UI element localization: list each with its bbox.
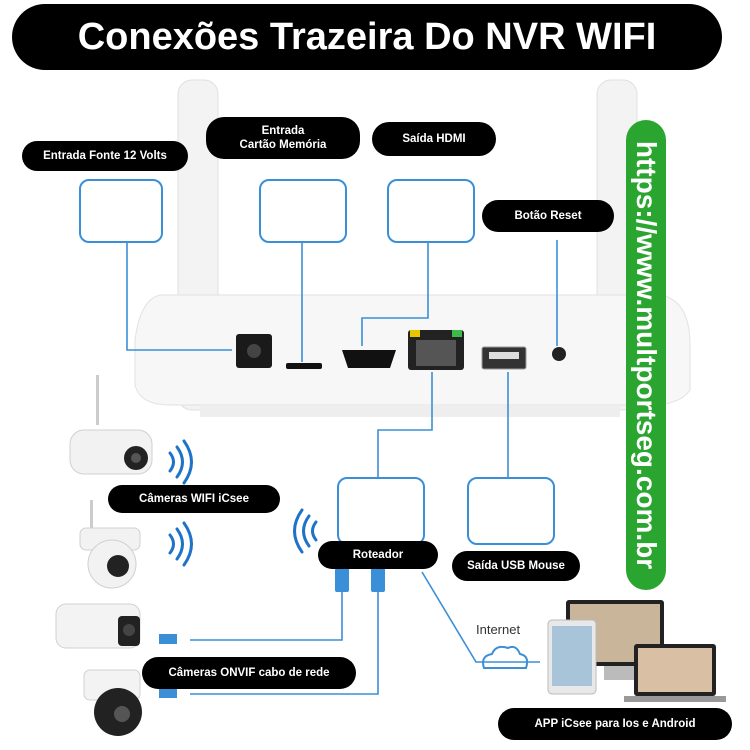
label-reset-button: Botão Reset [482,200,614,232]
rj45-connector-icon [335,568,349,592]
wifi-bullet-camera-icon [69,375,153,475]
devices-icon [547,600,726,702]
power-adapter-box [79,179,163,243]
rj45-connector-icon [371,568,385,592]
onvif-bullet-camera-icon [55,603,177,649]
label-wifi-cameras: Câmeras WIFI iCsee [108,485,280,513]
nvr-feet [200,405,620,417]
memory-card-slot [286,363,322,369]
label-onvif-cameras: Câmeras ONVIF cabo de rede [142,657,356,689]
label-power-text: Entrada Fonte 12 Volts [43,149,167,162]
label-router-text: Roteador [352,548,404,561]
label-hdmi-text: Saída HDMI [402,132,466,145]
label-memory-text-1: Entrada [261,124,305,137]
wifi-dome-camera-icon [79,500,141,589]
label-usb-mouse: Saída USB Mouse [452,551,580,581]
hdmi-monitor-box [387,179,475,243]
label-power-input: Entrada Fonte 12 Volts [22,141,188,171]
website-url: https://www.multportseg.com.br [631,140,662,570]
label-onvif-cameras-text: Câmeras ONVIF cabo de rede [168,666,330,679]
label-memory-card: Entrada Cartão Memória [206,117,360,159]
label-router: Roteador [318,541,438,569]
router-box [337,477,425,545]
cloud-icon [482,645,529,669]
label-app: APP iCsee para Ios e Android [498,708,732,740]
onvif-dome-camera-icon [83,669,177,736]
label-memory-text-2: Cartão Memória [239,139,327,151]
label-app-text: APP iCsee para Ios e Android [534,717,696,730]
reset-button-hole [552,347,566,361]
page-title: Conexões Trazeira Do NVR WIFI [12,4,722,70]
internet-label: Internet [476,622,521,637]
hdmi-port [342,350,396,368]
website-banner: https://www.multportseg.com.br [626,120,666,590]
usb-mouse-box [467,477,555,545]
memory-card-box [259,179,347,243]
label-hdmi-output: Saída HDMI [372,122,496,156]
label-reset-text: Botão Reset [514,209,582,222]
wifi-waves-icon [168,439,318,567]
label-usb-mouse-text: Saída USB Mouse [467,559,565,572]
label-wifi-cameras-text: Câmeras WIFI iCsee [139,492,249,505]
